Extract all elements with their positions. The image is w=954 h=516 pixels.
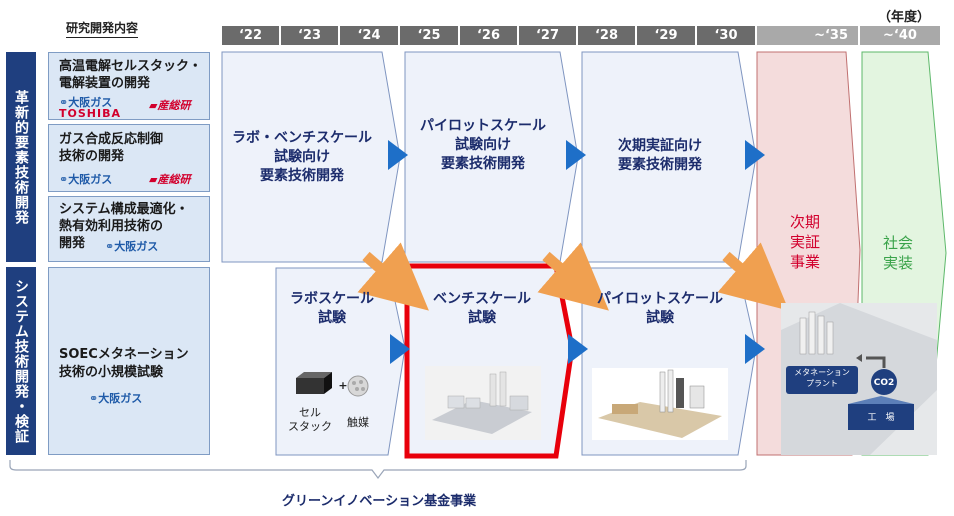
year-2027: ‘27 <box>519 26 578 45</box>
item-gas-synthesis-dev: ガス合成反応制御 技術の開発 ⚭大阪ガス ▰産総研 <box>48 124 210 192</box>
stage-pilot-element-dev-label: パイロットスケール試験向け要素技術開発 <box>420 118 546 172</box>
stage-next-demo-element-dev <box>581 51 757 263</box>
year-2024: ‘24 <box>340 26 400 45</box>
year-2022: ‘22 <box>222 26 281 45</box>
item-line: 熱有効利用技術の <box>59 219 164 234</box>
flow-arrow-icon <box>745 334 765 364</box>
osaka-gas-logo: ⚭大阪ガス <box>59 94 112 110</box>
orange-transfer-arrow-icon <box>717 242 789 311</box>
item-line: ガス合成反応制御 <box>59 132 164 147</box>
flow-arrow-icon <box>568 334 588 364</box>
stage-lab-scale-test-label: ラボスケール試験 <box>290 291 374 326</box>
year-2040: ~‘40 <box>860 26 940 45</box>
stage-lab-bench-element-dev-label: ラボ・ベンチスケール試験向け要素技術開発 <box>232 130 372 184</box>
org-label: 産総研 <box>157 99 191 112</box>
orange-transfer-arrow-icon <box>537 242 609 311</box>
year-2026: ‘26 <box>460 26 519 45</box>
bench-plant-illustration <box>425 366 541 440</box>
osaka-gas-mark-icon: ⚭ <box>105 240 115 253</box>
pilot-plant-illustration <box>592 368 728 440</box>
org-label: 大阪ガス <box>114 240 159 253</box>
green-innovation-fund-label: グリーンイノベーション基金事業 <box>282 494 477 509</box>
osaka-gas-mark-icon: ⚭ <box>89 392 99 405</box>
item-line: SOECメタネーション <box>59 347 189 362</box>
year-2035: ~‘35 <box>757 26 860 45</box>
flow-arrow-icon <box>388 140 408 170</box>
demo-plant-illustration <box>781 303 937 455</box>
aist-logo: ▰産総研 <box>149 97 190 113</box>
flow-arrow-icon <box>390 334 410 364</box>
stage-bench-scale-test-label: ベンチスケール試験 <box>433 291 531 326</box>
item-line: 技術の小規模試験 <box>59 365 164 380</box>
item-system-optimization-dev: システム構成最適化・ 熱有効利用技術の 開発 ⚭大阪ガス <box>48 196 210 262</box>
osaka-gas-mark-icon: ⚭ <box>59 173 69 186</box>
osaka-gas-logo: ⚭大阪ガス <box>89 390 142 406</box>
osaka-gas-logo: ⚭大阪ガス <box>105 238 158 254</box>
org-label: 大阪ガス <box>98 392 143 405</box>
catalyst-icon <box>347 375 369 397</box>
stage-next-demo-element-dev-label: 次期実証向け要素技術開発 <box>618 138 702 173</box>
catalyst-label: 触媒 <box>347 416 369 429</box>
osaka-gas-logo: ⚭大阪ガス <box>59 171 112 187</box>
year-2023: ‘23 <box>281 26 340 45</box>
year-2029: ‘29 <box>637 26 697 45</box>
stage-pilot-scale-test-label: パイロットスケール試験 <box>597 291 723 326</box>
item-line: 技術の開発 <box>59 149 125 164</box>
cell-stack-label: セルスタック <box>288 406 332 433</box>
item-line: システム構成最適化・ <box>59 202 189 217</box>
stage-lab-bench-element-dev <box>221 51 401 263</box>
co2-label: CO2 <box>873 378 895 388</box>
osaka-gas-mark-icon: ⚭ <box>59 96 69 109</box>
plus-sign: + <box>338 379 348 392</box>
item-soec-small-test: SOECメタネーション 技術の小規模試験 ⚭大阪ガス <box>48 267 210 455</box>
toshiba-logo: TOSHIBA <box>59 107 121 120</box>
year-2025: ‘25 <box>400 26 460 45</box>
aist-swoosh-icon: ▰ <box>149 99 158 112</box>
factory-label: 工 場 <box>867 413 895 423</box>
social-implementation-label: 社会実装 <box>882 234 913 272</box>
year-2030: ‘30 <box>697 26 757 45</box>
research-content-header: 研究開発内容 <box>66 19 139 38</box>
item-line: 高温電解セルスタック・ <box>59 59 202 74</box>
org-label: 大阪ガス <box>68 173 113 186</box>
flow-arrow-icon <box>745 140 765 170</box>
category-system-tech: システム技術開発・検証 <box>6 267 36 455</box>
cell-stack-icon <box>296 372 332 394</box>
item-line: 電解装置の開発 <box>59 76 151 91</box>
next-demo-project-label: 次期実証事業 <box>789 213 820 271</box>
aist-swoosh-icon: ▰ <box>149 173 158 186</box>
flow-arrow-icon <box>566 140 586 170</box>
aist-logo: ▰産総研 <box>149 171 190 187</box>
gi-fund-bracket <box>9 460 747 479</box>
item-cell-stack-dev: 高温電解セルスタック・ 電解装置の開発 ⚭大阪ガス ▰産総研 TOSHIBA <box>48 52 210 120</box>
org-label: 産総研 <box>157 173 191 186</box>
year-2028: ‘28 <box>578 26 637 45</box>
orange-transfer-arrow-icon <box>357 242 429 311</box>
fiscal-year-unit: （年度） <box>878 10 931 25</box>
stage-pilot-element-dev <box>404 51 579 263</box>
item-line: 開発 <box>59 236 86 251</box>
methanation-plant-label: メタネーションプラント <box>794 368 850 388</box>
org-label: 大阪ガス <box>68 96 113 109</box>
category-element-tech: 革新的要素技術開発 <box>6 52 36 262</box>
